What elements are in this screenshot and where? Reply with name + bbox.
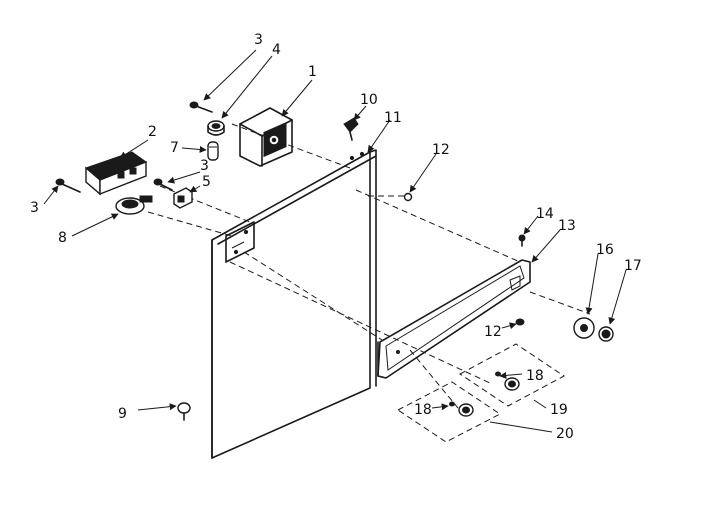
- callout-5: 5: [202, 174, 211, 190]
- spring-part-7: [207, 141, 219, 161]
- knob-part-4: [207, 120, 225, 136]
- clip-part-10: [343, 117, 359, 141]
- callout-10: 10: [360, 92, 378, 108]
- screw-part-9: [177, 402, 191, 421]
- knob-part-16: [573, 317, 595, 339]
- switch-part-8: [115, 195, 153, 215]
- callout-labels: 1 2 3 3 3 4 5 7 8 9 10 11 12 12 13 14 16…: [30, 32, 642, 442]
- callout-20: 20: [556, 426, 574, 442]
- screw-part-12-top: [403, 192, 413, 202]
- screw-part-12-bottom: [515, 318, 525, 326]
- callout-3-left: 3: [30, 200, 39, 216]
- callout-18-a: 18: [526, 368, 544, 384]
- callout-9: 9: [118, 406, 127, 422]
- callout-3-top: 3: [254, 32, 263, 48]
- callout-13: 13: [558, 218, 576, 234]
- front-panel: [211, 149, 377, 459]
- kit-box-19: [459, 343, 565, 407]
- clip-part-5: [173, 187, 193, 209]
- callout-1: 1: [308, 64, 317, 80]
- leader-lines: [43, 49, 627, 433]
- control-panel-strip: [377, 259, 531, 379]
- callout-8: 8: [58, 230, 67, 246]
- callout-16: 16: [596, 242, 614, 258]
- callout-14: 14: [536, 206, 554, 222]
- screw-part-3-top: [189, 101, 213, 113]
- callout-11: 11: [384, 110, 402, 126]
- callout-3-middle: 3: [200, 158, 209, 174]
- callout-19: 19: [550, 402, 568, 418]
- callout-12-top: 12: [432, 142, 450, 158]
- callout-12-bottom: 12: [484, 324, 502, 340]
- screw-part-3-middle: [153, 178, 173, 191]
- screw-part-3-left: [55, 178, 81, 193]
- timer-part: [239, 107, 293, 167]
- callout-2: 2: [148, 124, 157, 140]
- assembly-guide-lines: [147, 123, 591, 409]
- knob-part-17: [598, 326, 614, 342]
- callout-18-b: 18: [414, 402, 432, 418]
- callout-4: 4: [272, 42, 281, 58]
- callout-7: 7: [170, 140, 179, 156]
- kit-box-20: [397, 381, 501, 443]
- callout-17: 17: [624, 258, 642, 274]
- screw-part-14: [518, 234, 526, 247]
- bracket-part-2: [85, 151, 148, 196]
